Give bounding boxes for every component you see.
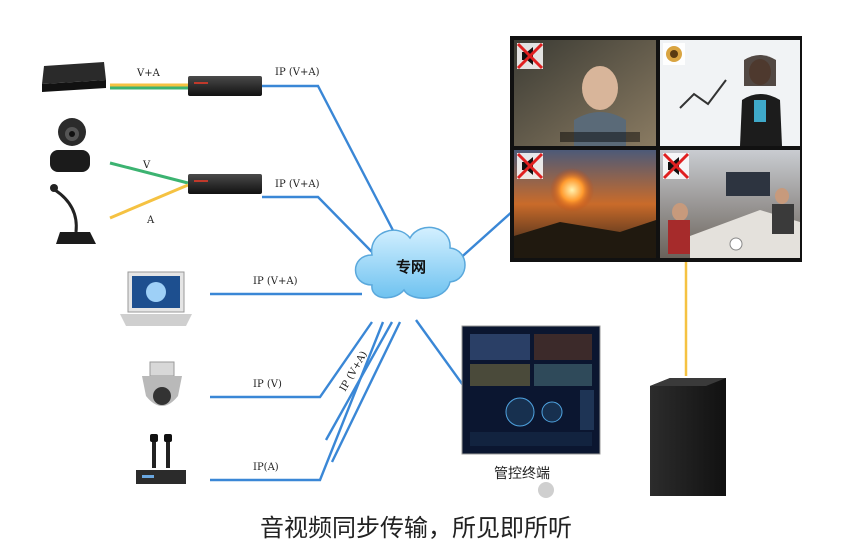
watermark-mark — [538, 482, 554, 498]
speaker-active-icon — [663, 43, 685, 65]
mute-icon — [662, 152, 690, 180]
ipcam-to-cloud-link — [210, 321, 373, 399]
wireless-mic-receiver-icon — [136, 434, 186, 484]
encoder-box-1-icon — [188, 76, 262, 96]
label-encoder2-link: IP (V+A) — [275, 179, 320, 190]
label-laptop-link: IP (V+A) — [253, 276, 298, 287]
laptop-icon — [120, 271, 192, 326]
video-wall — [510, 36, 802, 262]
speaker-cabinet-icon — [650, 378, 726, 496]
label-player-link: V+A — [136, 68, 161, 79]
private-network-cloud: 专网 — [354, 226, 466, 299]
video-pane-meeting-room — [660, 150, 800, 258]
label-ipcam-link: IP (V) — [253, 379, 282, 390]
label-camera-link: V — [142, 160, 151, 171]
label-encoder1-link: IP (V+A) — [275, 67, 320, 78]
ptz-camera-icon — [50, 118, 90, 172]
connection-lines — [109, 83, 688, 482]
control-terminal-label: 管控终端 — [494, 466, 550, 482]
link-labels: V+A IP (V+A) V A IP (V+A) IP (V+A) IP (V… — [136, 67, 370, 473]
video-pane-explosion-scene — [514, 150, 656, 258]
camera-to-encoder-link — [109, 161, 189, 185]
label-wireless-mic-link: IP(A) — [253, 462, 279, 473]
cloud-to-control-terminal-link — [415, 319, 469, 393]
media-player-icon — [42, 62, 106, 92]
encoder2-to-cloud-link — [262, 195, 373, 253]
mic-to-encoder-link — [109, 183, 189, 220]
cloud-to-videowall-link — [455, 209, 515, 263]
mute-icon — [516, 152, 544, 180]
mute-icon — [516, 42, 544, 70]
encoder-box-2-icon — [188, 174, 262, 194]
gooseneck-mic-icon — [50, 184, 96, 244]
control-terminal — [461, 325, 601, 455]
cloud-label: 专网 — [396, 258, 426, 276]
wireless-mic-to-cloud-link — [210, 321, 385, 482]
diagram-caption: 音视频同步传输，所见即所听 — [260, 514, 572, 542]
label-mic-link: A — [146, 215, 155, 226]
dome-ip-camera-icon — [142, 361, 182, 406]
encoder1-to-cloud-link — [262, 84, 400, 241]
